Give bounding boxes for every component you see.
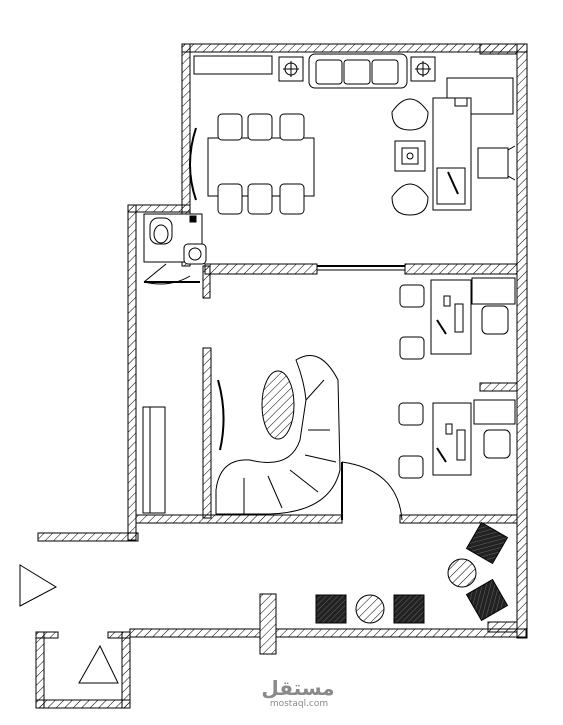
office-1: [399, 277, 516, 360]
entrance-arrow-icon: [78, 644, 119, 684]
entrance-arrow-icon: [19, 564, 58, 607]
office-2: [398, 399, 516, 479]
watermark-site: mostaql.com: [269, 699, 329, 709]
waiting-area: [315, 521, 509, 624]
walls: [35, 43, 528, 709]
watermark-logo: مستقل: [261, 676, 335, 700]
top-room-furniture: [189, 53, 516, 216]
reception: [142, 355, 403, 521]
wc: [143, 213, 207, 285]
